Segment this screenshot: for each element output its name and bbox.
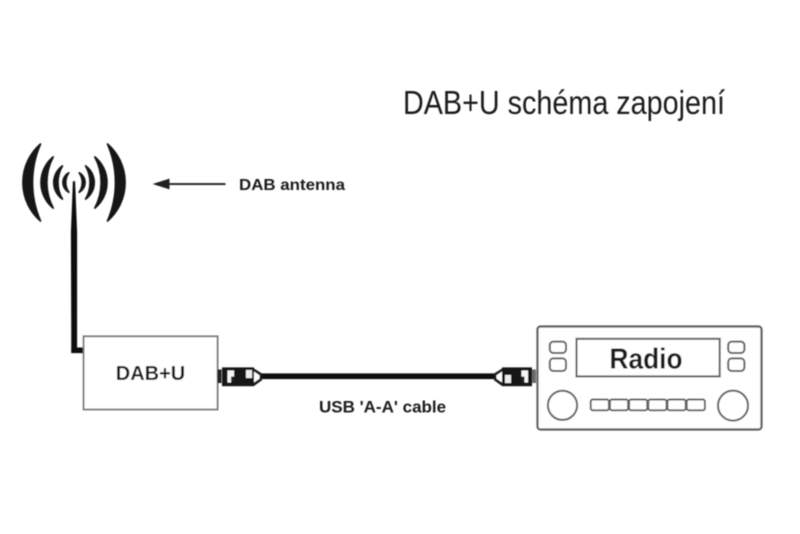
- svg-text:DAB antenna: DAB antenna: [239, 177, 345, 194]
- svg-text:USB 'A-A' cable: USB 'A-A' cable: [319, 398, 446, 417]
- svg-text:DAB+U schéma zapojení: DAB+U schéma zapojení: [403, 84, 725, 121]
- svg-text:Radio: Radio: [610, 344, 683, 376]
- svg-text:DAB+U: DAB+U: [116, 363, 185, 385]
